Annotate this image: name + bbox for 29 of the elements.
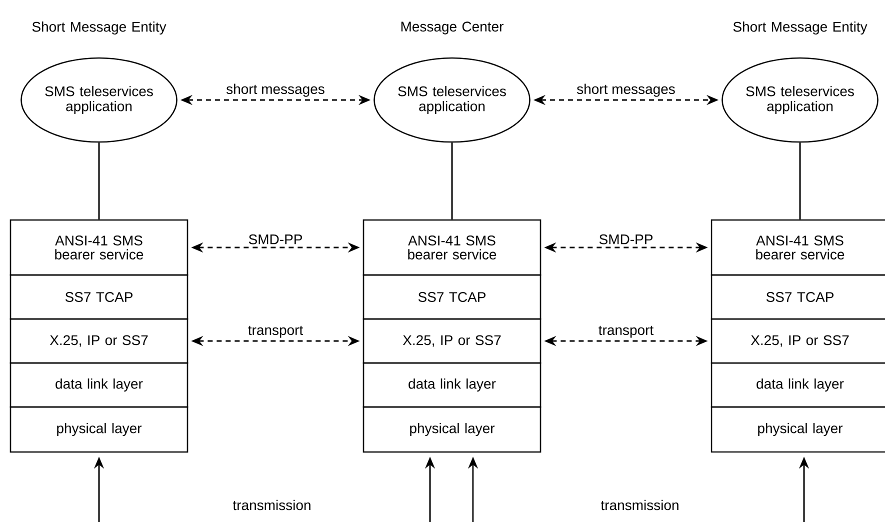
column-heading: Message Center <box>401 22 504 34</box>
layer-box: SS7 TCAP <box>10 274 188 320</box>
connector-line <box>799 142 801 220</box>
layer-box: ANSI-41 SMS bearer service <box>710 219 885 276</box>
layer-box: SS7 TCAP <box>362 274 542 320</box>
edge-label: short messages <box>225 82 326 98</box>
layer-box: physical layer <box>362 406 542 453</box>
layer-box: SS7 TCAP <box>710 274 885 320</box>
signal-label: transmission <box>232 500 310 510</box>
layer-box: physical layer <box>10 406 188 453</box>
connector-line <box>98 142 100 220</box>
edge-label: transport <box>246 324 304 339</box>
layer-box: X.25, IP or SS7 <box>10 318 188 364</box>
edge-label: SMD-PP <box>598 233 654 246</box>
layer-box: data link layer <box>362 362 542 408</box>
layer-box: X.25, IP or SS7 <box>362 318 542 364</box>
edge-label: transport <box>597 324 655 339</box>
column-heading: Short Message Entity <box>32 21 166 35</box>
layer-box: ANSI-41 SMS bearer service <box>10 219 188 276</box>
column-heading: Short Message Entity <box>733 21 868 35</box>
layer-box: data link layer <box>710 362 885 408</box>
connector-line <box>451 142 453 220</box>
layer-box: X.25, IP or SS7 <box>710 318 885 364</box>
layer-box: ANSI-41 SMS bearer service <box>362 219 542 276</box>
edge-label: SMD-PP <box>247 233 304 246</box>
layer-box: physical layer <box>710 406 885 453</box>
edge-label: short messages <box>576 82 676 98</box>
layer-box: data link layer <box>10 362 188 408</box>
signal-label: transmission <box>600 500 678 510</box>
